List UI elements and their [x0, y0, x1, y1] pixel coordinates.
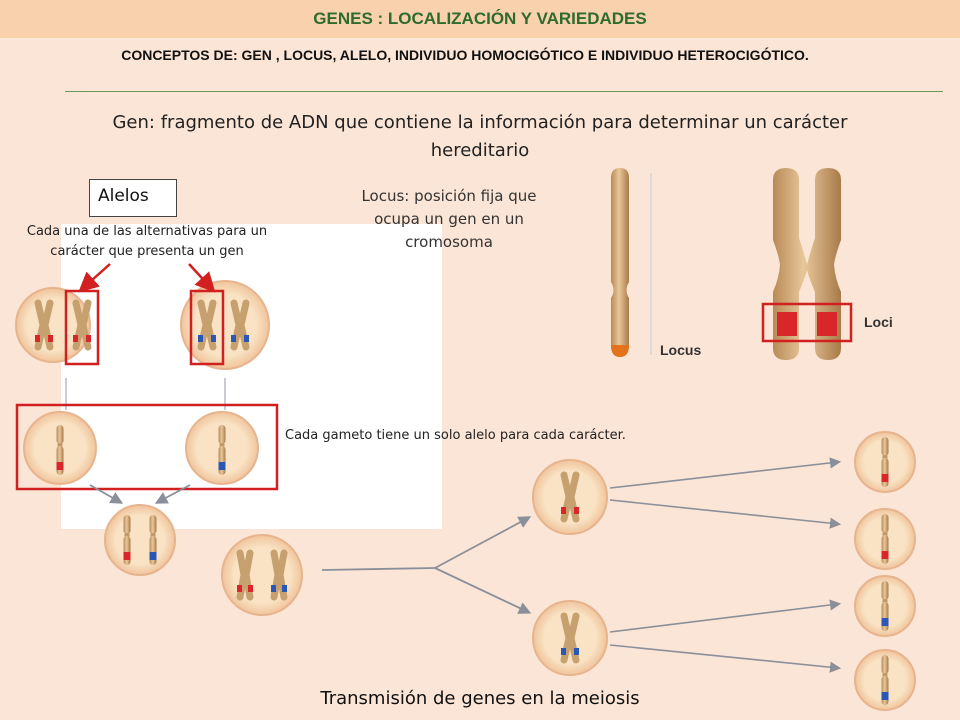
allele-arrow-left	[78, 263, 111, 293]
alelos-description: Cada una de las alternativas para un car…	[26, 224, 268, 259]
parent-cell-left	[15, 287, 92, 363]
parent-cell-right	[180, 280, 270, 370]
meiosis-cell-bottom	[532, 600, 608, 676]
page-title: GENES : LOCALIZACIÓN Y VARIEDADES	[313, 9, 647, 28]
loci-label: Loci	[864, 314, 893, 330]
meiosis-caption: Transmisión de genes en la meiosis	[320, 688, 640, 709]
diploid-cell	[221, 534, 303, 616]
loci-chromosome	[761, 168, 853, 360]
alelos-label: Alelos	[98, 186, 149, 206]
locus-label: Locus	[660, 342, 702, 358]
gameto-note: Cada gameto tiene un solo alelo para cad…	[285, 428, 626, 443]
meiosis-panel-background	[61, 224, 442, 529]
final-gamete-1	[854, 431, 916, 493]
locus-definition: Locus: posición fija que ocupa un gen en…	[361, 187, 537, 251]
alelos-label-box: Alelos	[89, 179, 177, 217]
title-bar: GENES : LOCALIZACIÓN Y VARIEDADES	[0, 0, 960, 38]
final-gamete-3	[854, 575, 916, 637]
final-gamete-4	[854, 649, 916, 711]
allele-arrow-right	[188, 263, 216, 293]
zygote-cell	[104, 504, 176, 576]
gen-definition: Gen: fragmento de ADN que contiene la in…	[112, 112, 848, 161]
gamete-highlight-box	[15, 403, 279, 491]
page-subtitle: CONCEPTOS DE: GEN , LOCUS, ALELO, INDIVI…	[121, 47, 809, 63]
loci-highlight-box	[761, 302, 853, 343]
gamete-right	[185, 411, 259, 485]
final-gamete-2	[854, 508, 916, 570]
gamete-left	[23, 411, 97, 485]
divider-line	[65, 91, 943, 92]
meiosis-cell-top	[532, 459, 608, 535]
locus-chromosome	[611, 168, 652, 357]
